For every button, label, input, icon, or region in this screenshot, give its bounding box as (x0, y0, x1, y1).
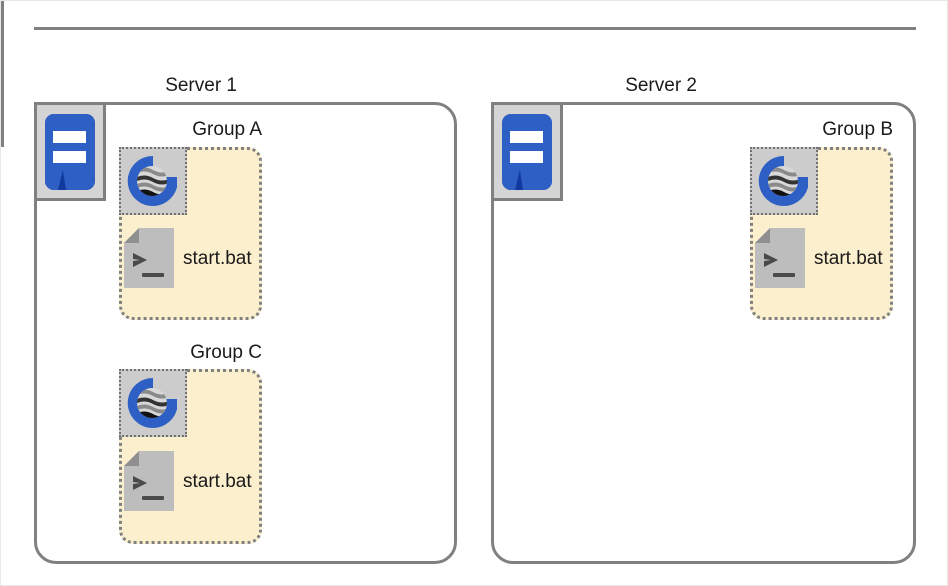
server-2-connector-line (1, 74, 4, 147)
bat-file-label: start.bat (183, 470, 252, 492)
bat-file-icon (124, 228, 174, 288)
group-c-label: Group C (190, 342, 262, 363)
bat-file-label: start.bat (183, 247, 252, 269)
list-item[interactable]: start.bat (123, 450, 252, 512)
glassfish-instance-icon[interactable] (119, 147, 187, 215)
server-1-container[interactable] (34, 102, 457, 564)
glassfish-logo-glyph (127, 377, 177, 428)
server-icon-glyph (502, 113, 552, 190)
group-b-label: Group B (822, 119, 893, 140)
glassfish-instance-icon[interactable] (750, 147, 818, 215)
server-1-connector-line (1, 1, 4, 74)
server-2-label: Server 2 (625, 75, 697, 96)
server-icon-glyph (45, 113, 95, 190)
bat-file-label: start.bat (814, 247, 883, 269)
server-2-container[interactable] (491, 102, 916, 564)
server-1-label: Server 1 (165, 75, 237, 96)
glassfish-logo-glyph (127, 155, 177, 206)
bat-file-icon (124, 451, 174, 511)
list-item[interactable]: start.bat (754, 227, 883, 289)
server-icon (34, 102, 106, 201)
glassfish-logo-glyph (758, 155, 808, 206)
group-a-label: Group A (192, 119, 262, 140)
network-bus-line (34, 27, 916, 30)
glassfish-instance-icon[interactable] (119, 369, 187, 437)
list-item[interactable]: start.bat (123, 227, 252, 289)
bat-file-icon (755, 228, 805, 288)
server-icon (491, 102, 563, 201)
